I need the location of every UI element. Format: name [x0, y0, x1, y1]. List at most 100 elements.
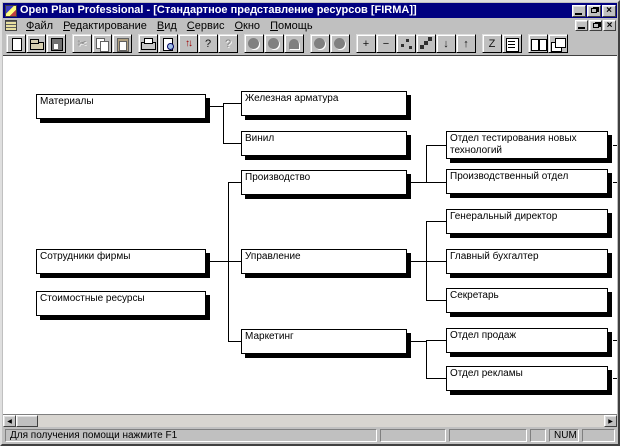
status-message: Для получения помощи нажмите F1	[5, 428, 377, 442]
connector-line	[407, 341, 426, 342]
print-button[interactable]	[138, 34, 158, 53]
steps-icon	[418, 37, 434, 51]
node-production-dept[interactable]: Производственный отдел	[446, 169, 608, 194]
close-icon: ×	[606, 4, 612, 16]
menu-help[interactable]: Помощь	[270, 19, 313, 32]
connector-line	[426, 378, 446, 379]
transfer-button[interactable]: ↑↓	[178, 34, 198, 53]
menu-file[interactable]: Файл	[26, 19, 54, 32]
node-label: Материалы	[40, 96, 94, 107]
zigzag-button[interactable]: Z	[482, 34, 502, 53]
node-advertising-dept[interactable]: Отдел рекламы	[446, 366, 608, 391]
steps-button[interactable]	[416, 34, 436, 53]
connector-line	[228, 261, 241, 262]
remove-button[interactable]: −	[376, 34, 396, 53]
title-bar[interactable]: Open Plan Professional - [Стандартное пр…	[3, 3, 617, 18]
cascade-windows-button[interactable]	[548, 34, 568, 53]
node-materials[interactable]: Материалы	[36, 94, 206, 119]
notes-button[interactable]	[502, 34, 522, 53]
menu-edit[interactable]: Редактирование	[63, 19, 147, 32]
new-document-icon	[8, 37, 24, 51]
node-secretary[interactable]: Секретарь	[446, 288, 608, 313]
menu-window[interactable]: Окно	[234, 19, 261, 32]
tile-windows-button[interactable]	[528, 34, 548, 53]
connector-line	[426, 340, 427, 379]
connector-line	[223, 103, 224, 144]
node-new-tech-testing-dept[interactable]: Отдел тестирования новых технологий	[446, 131, 608, 159]
connector-line	[206, 106, 223, 107]
node-vinyl[interactable]: Винил	[241, 131, 407, 156]
app-icon[interactable]	[5, 4, 17, 17]
circle-icon	[266, 37, 282, 51]
node-company-staff[interactable]: Сотрудники фирмы	[36, 249, 206, 274]
menu-service[interactable]: Сервис	[186, 19, 225, 32]
scroll-left-button[interactable]: ◀	[3, 415, 16, 427]
node-label: Стоимостные ресурсы	[40, 293, 145, 304]
connector-line	[407, 261, 426, 262]
node-sales-dept[interactable]: Отдел продаж	[446, 328, 608, 353]
connector-line	[223, 143, 241, 144]
move-up-button[interactable]: ↑	[456, 34, 476, 53]
mdi-close-button[interactable]: ×	[603, 20, 616, 31]
connector-line	[426, 221, 446, 222]
node-production[interactable]: Производство	[241, 170, 407, 195]
cut-scissors-icon: ✂	[77, 37, 87, 50]
zigzag-icon: Z	[488, 37, 496, 50]
up-down-arrows-icon: ↑↓	[185, 37, 193, 49]
node-label: Главный бухгалтер	[450, 251, 539, 262]
num-lock-indicator: NUM	[549, 428, 579, 442]
restore-icon	[593, 23, 599, 28]
connector-line	[613, 182, 617, 183]
restore-button[interactable]	[587, 4, 601, 17]
print-preview-button[interactable]	[158, 34, 178, 53]
node-cost-resources[interactable]: Стоимостные ресурсы	[36, 291, 206, 316]
window-title: Open Plan Professional - [Стандартное пр…	[20, 4, 417, 16]
mdi-restore-button[interactable]	[589, 20, 602, 31]
node-iron-fittings[interactable]: Железная арматура	[241, 91, 407, 116]
connector-line	[426, 145, 427, 183]
menu-bar: Файл Редактирование Вид Сервис Окно Помо…	[3, 18, 617, 33]
diagram-canvas[interactable]: Материалы Железная арматура Винил Произв…	[3, 56, 617, 414]
scatter-button[interactable]	[396, 34, 416, 53]
horizontal-scrollbar[interactable]: ◀ ▶	[3, 414, 617, 427]
node-label: Управление	[245, 251, 301, 262]
move-down-button[interactable]: ↓	[436, 34, 456, 53]
context-help-button: ?	[218, 34, 238, 53]
status-panel	[530, 428, 546, 442]
node-label: Железная арматура	[245, 93, 339, 104]
help-button[interactable]: ?	[198, 34, 218, 53]
connector-line	[426, 300, 446, 301]
add-button[interactable]: +	[356, 34, 376, 53]
connector-line	[426, 182, 446, 183]
minimize-button[interactable]	[572, 4, 586, 17]
connector-line	[228, 182, 229, 342]
node-management[interactable]: Управление	[241, 249, 407, 274]
save-floppy-icon	[48, 37, 64, 51]
close-button[interactable]: ×	[602, 4, 616, 17]
scroll-left-icon: ◀	[7, 418, 12, 425]
scroll-right-button[interactable]: ▶	[604, 415, 617, 427]
node-chief-accountant[interactable]: Главный бухгалтер	[446, 249, 608, 274]
connector-line	[426, 261, 446, 262]
tool-circle-button-3	[310, 34, 330, 53]
scatter-dots-icon	[398, 37, 414, 51]
open-folder-icon	[28, 37, 44, 51]
new-button[interactable]	[6, 34, 26, 53]
node-marketing[interactable]: Маркетинг	[241, 329, 407, 354]
restore-icon	[591, 7, 597, 13]
scrollbar-track[interactable]	[38, 415, 604, 427]
scrollbar-thumb[interactable]	[16, 415, 38, 427]
node-general-director[interactable]: Генеральный директор	[446, 209, 608, 234]
document-window-icon[interactable]	[5, 20, 17, 31]
connector-line	[223, 103, 241, 104]
connector-line	[407, 182, 426, 183]
tool-circle-button-1	[244, 34, 264, 53]
connector-line	[206, 261, 228, 262]
node-label: Отдел продаж	[450, 330, 517, 341]
menu-view[interactable]: Вид	[156, 19, 177, 32]
save-button[interactable]	[46, 34, 66, 53]
mdi-minimize-button[interactable]	[575, 20, 588, 31]
node-label: Секретарь	[450, 290, 499, 301]
open-button[interactable]	[26, 34, 46, 53]
